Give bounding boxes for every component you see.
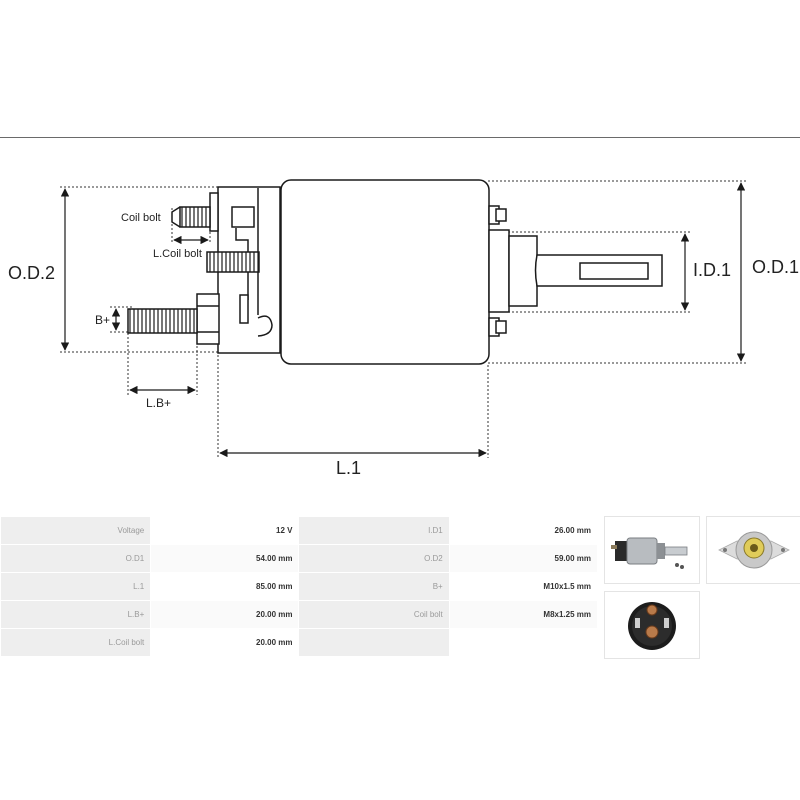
table-row: L.Coil bolt 20.00 mm: [0, 628, 599, 657]
spec-value: 12 V: [150, 516, 300, 545]
solenoid-technical-drawing: O.D.2 O.D.1 I.D.1 L.1 L.B+ B+ Coil bolt …: [8, 179, 799, 478]
product-thumbnail-rear[interactable]: [604, 591, 700, 659]
coil-bolt-label: Coil bolt: [121, 212, 161, 224]
spec-label: L.1: [0, 572, 152, 601]
l1-label: L.1: [336, 458, 361, 478]
od1-label: O.D.1: [752, 257, 799, 277]
spec-value: 54.00 mm: [150, 544, 300, 573]
id1-label: I.D.1: [693, 260, 731, 280]
spec-table: Voltage 12 V I.D1 26.00 mm O.D1 54.00 mm…: [0, 516, 599, 657]
top-divider: [0, 137, 800, 138]
spec-label: B+: [298, 572, 450, 601]
spec-label: L.Coil bolt: [0, 628, 152, 657]
spec-value: 26.00 mm: [448, 516, 599, 545]
table-row: Voltage 12 V I.D1 26.00 mm: [0, 516, 599, 545]
solenoid-outline: [127, 179, 663, 365]
spec-label: O.D2: [298, 544, 450, 573]
table-row: O.D1 54.00 mm O.D2 59.00 mm: [0, 544, 599, 573]
spec-label: L.B+: [0, 600, 152, 629]
spec-value: 20.00 mm: [150, 600, 300, 629]
spec-value: M8x1.25 mm: [448, 600, 599, 629]
product-thumbnail-side[interactable]: [604, 516, 700, 584]
spec-value: M10x1.5 mm: [448, 572, 599, 601]
spec-label: Voltage: [0, 516, 152, 545]
spec-label: I.D1: [298, 516, 450, 545]
table-row: L.B+ 20.00 mm Coil bolt M8x1.25 mm: [0, 600, 599, 629]
dimension-arrows: [60, 182, 746, 458]
spec-label: O.D1: [0, 544, 152, 573]
lbplus-label: L.B+: [146, 396, 171, 410]
solenoid-flange-photo-icon: [718, 531, 790, 569]
solenoid-terminals-photo-icon: [628, 602, 676, 650]
extension-lines: [60, 180, 748, 458]
l-coil-bolt-label: L.Coil bolt: [153, 248, 202, 260]
product-thumbnail-front[interactable]: [706, 516, 800, 584]
spec-value: 85.00 mm: [150, 572, 300, 601]
bplus-label: B+: [95, 313, 110, 327]
spec-label-empty: [298, 628, 450, 657]
spec-value-empty: [448, 628, 599, 657]
table-row: L.1 85.00 mm B+ M10x1.5 mm: [0, 572, 599, 601]
od2-label: O.D.2: [8, 263, 55, 283]
spec-label: Coil bolt: [298, 600, 450, 629]
spec-value: 20.00 mm: [150, 628, 300, 657]
spec-value: 59.00 mm: [448, 544, 599, 573]
solenoid-side-photo-icon: [611, 537, 688, 569]
